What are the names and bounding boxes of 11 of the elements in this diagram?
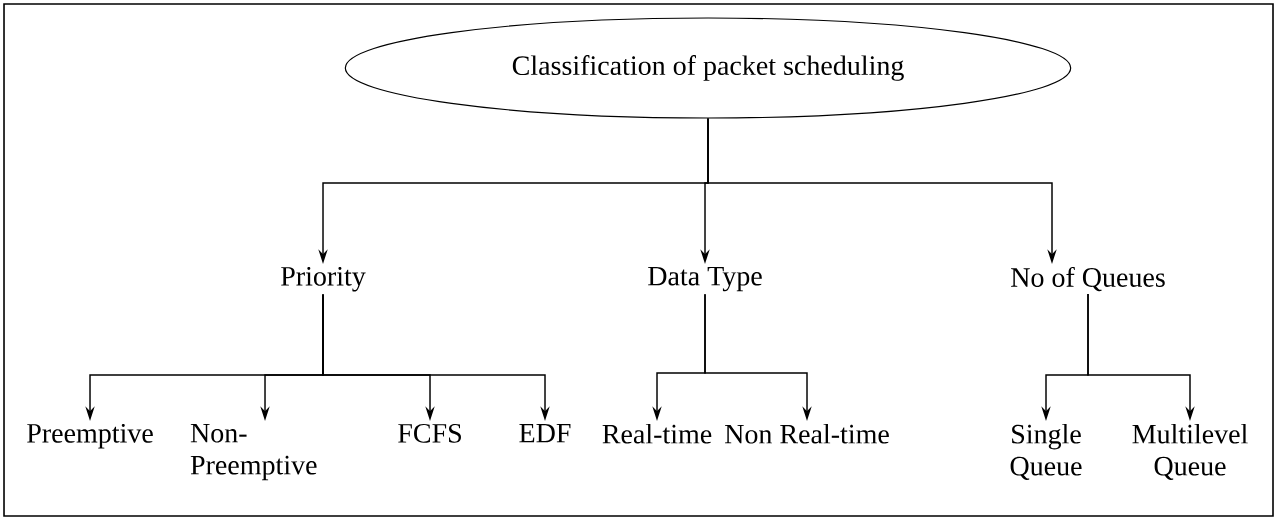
category-label: Preemptive	[27, 423, 153, 449]
category-label: Non- Preemptive	[190, 423, 317, 481]
category-label: Priority	[281, 266, 366, 292]
category-label: Non Real-time	[725, 423, 889, 444]
category-label: Single Queue	[1010, 423, 1082, 480]
category-label: Data Type	[648, 266, 762, 292]
category-label: No of Queues	[1011, 266, 1165, 292]
category-label: EDF	[519, 423, 571, 443]
category-label: FCFS	[398, 423, 461, 443]
category-label: Multilevel Queue	[1132, 423, 1248, 480]
category-label: Real-time	[602, 423, 712, 444]
